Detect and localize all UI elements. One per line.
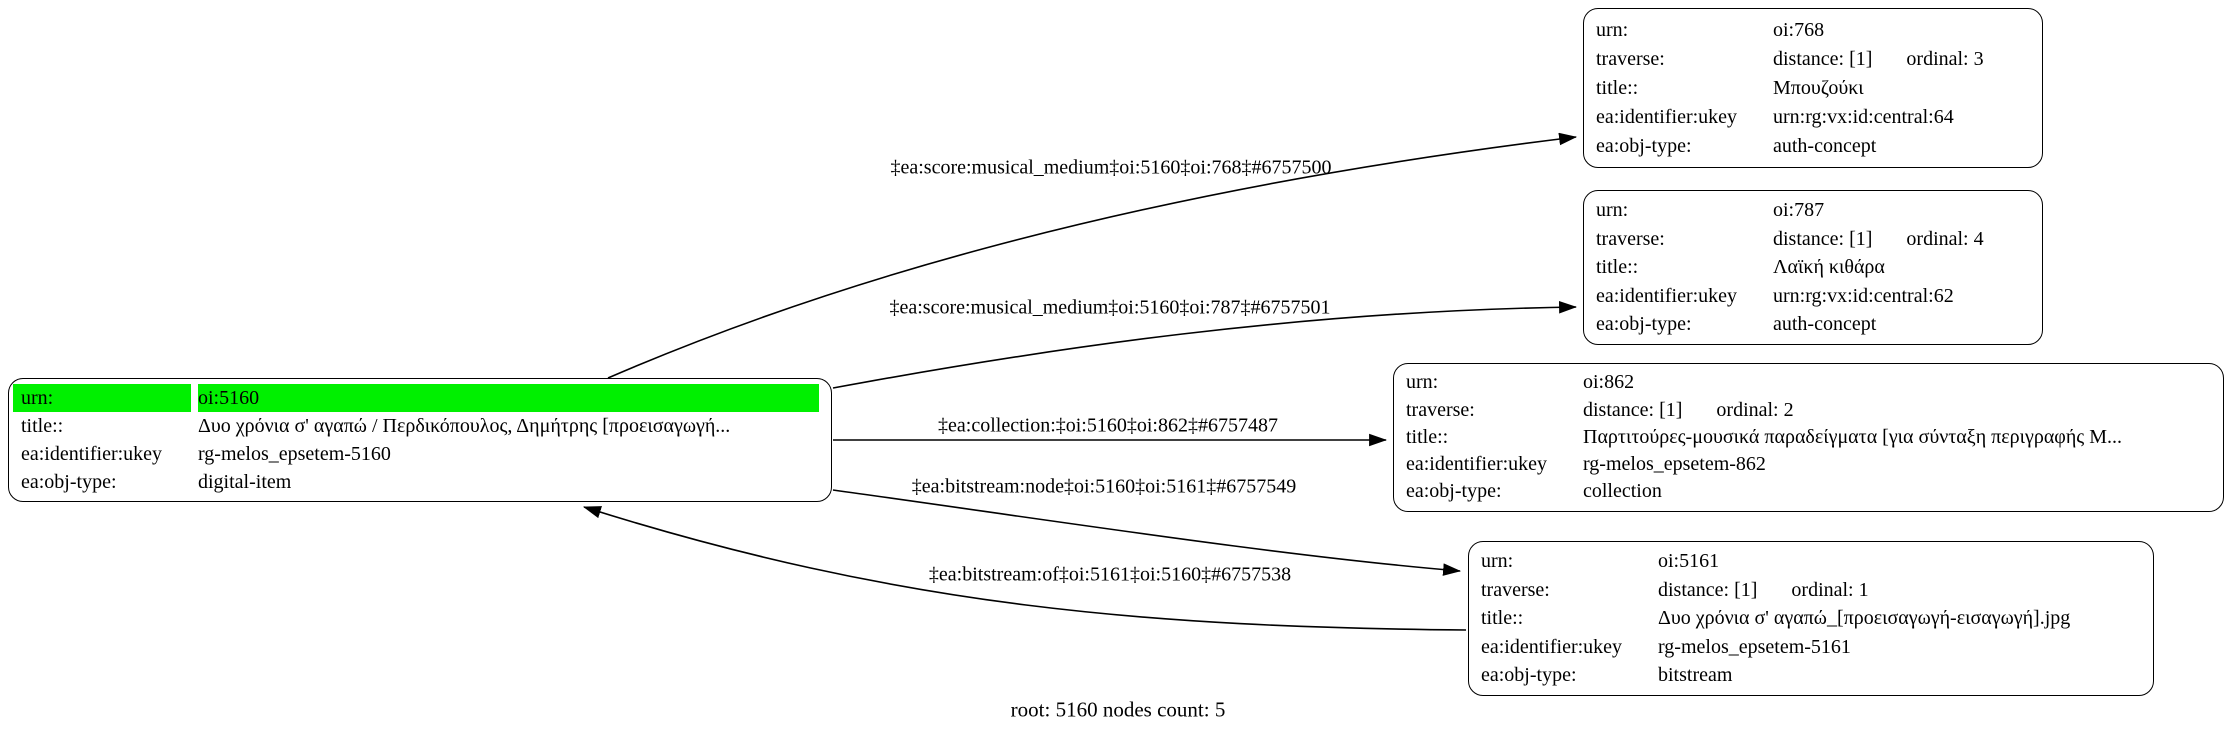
row-key: ea:obj-type: [1596, 313, 1692, 336]
row-key: title:: [1596, 76, 1639, 99]
node-row-traverse: traverse: distance: [1] ordinal: 3 [1596, 45, 2030, 74]
row-value: oi:768 [1773, 18, 1825, 41]
row-key: ea:obj-type: [21, 471, 117, 493]
row-value: Δυο χρόνια σ' αγαπώ_[προεισαγωγή-εισαγωγ… [1658, 607, 2071, 630]
row-key: urn: [1596, 199, 1629, 222]
row-value: rg-melos_epsetem-5161 [1658, 635, 1851, 658]
edge-label-bitstream-of-5161: ‡ea:bitstream:of‡oi:5161‡oi:5160‡#675753… [928, 563, 1292, 586]
row-key: traverse: [1406, 398, 1475, 421]
row-value: oi:862 [1583, 371, 1635, 394]
node-row-title: title::Μπουζούκι [1596, 74, 2030, 103]
row-key: title:: [1596, 256, 1639, 279]
node-row-identifier: ea:identifier:ukey rg-melos_epsetem-5161 [1481, 633, 2141, 661]
node-oi-5160: urn:oi:5160 title::Δυο χρόνια σ' αγαπώ /… [8, 378, 832, 502]
row-value: auth-concept [1773, 134, 1877, 157]
row-value: oi:5160 [198, 384, 819, 412]
node-row-identifier: ea:identifier:ukey rg-melos_epsetem-862 [1406, 451, 2211, 478]
row-key: urn: [21, 384, 198, 412]
row-key: urn: [1596, 18, 1629, 41]
row-value-ordinal: ordinal: 1 [1791, 578, 1869, 601]
node-row-obj-type: ea:obj-type: auth-concept [1596, 310, 2030, 338]
row-key: ea:identifier:ukey [1406, 453, 1548, 476]
row-key: urn: [1481, 550, 1514, 573]
node-row-obj-type: ea:obj-type: auth-concept [1596, 132, 2030, 161]
node-row-traverse: traverse: distance: [1] ordinal: 4 [1596, 225, 2030, 253]
node-row-urn: urn: oi:862 [1406, 369, 2211, 396]
row-value: bitstream [1658, 664, 1733, 687]
edge-label-bitstream-node-5161: ‡ea:bitstream:node‡oi:5160‡oi:5161‡#6757… [911, 475, 1297, 498]
row-value: Δυο χρόνια σ' αγαπώ / Περδικόπουλος, Δημ… [198, 415, 731, 437]
edge-bitstream-node-5161 [832, 489, 1462, 576]
row-key: ea:obj-type: [1406, 480, 1502, 503]
node-row-urn: urn:oi:5160 [21, 384, 819, 412]
row-value: Λαϊκή κιθάρα [1773, 256, 1885, 279]
node-row-urn: urn: oi:768 [1596, 16, 2030, 45]
row-value: urn:rg:vx:id:central:64 [1773, 105, 1954, 128]
row-key: ea:obj-type: [1481, 664, 1577, 687]
row-value: Παρτιτούρες-μουσικά παραδείγματα [για σύ… [1583, 425, 2123, 448]
edge-score-musical-medium-768 [607, 132, 1578, 379]
row-key: title:: [21, 415, 64, 437]
row-key: ea:obj-type: [1596, 134, 1692, 157]
row-value: Μπουζούκι [1773, 76, 1864, 99]
row-key: traverse: [1596, 227, 1665, 250]
node-row-title: title::Δυο χρόνια σ' αγαπώ_[προεισαγωγή-… [1481, 604, 2141, 632]
row-value-ordinal: ordinal: 2 [1716, 398, 1794, 421]
row-key: title:: [1406, 425, 1449, 448]
row-value: distance: [1] [1583, 398, 1683, 421]
row-value-ordinal: ordinal: 4 [1906, 227, 1984, 250]
edge-bitstream-of-5161 [582, 506, 1467, 631]
row-key: ea:identifier:ukey [21, 443, 163, 465]
node-row-urn: urn: oi:5161 [1481, 547, 2141, 575]
node-row-identifier: ea:identifier:ukey rg-melos_epsetem-5160 [21, 440, 819, 468]
node-row-title: title::Λαϊκή κιθάρα [1596, 253, 2030, 281]
row-value: distance: [1] [1773, 227, 1873, 250]
row-value: urn:rg:vx:id:central:62 [1773, 284, 1954, 307]
row-key: traverse: [1596, 47, 1665, 70]
row-key: ea:identifier:ukey [1596, 105, 1738, 128]
node-row-identifier: ea:identifier:ukey urn:rg:vx:id:central:6… [1596, 103, 2030, 132]
row-value: auth-concept [1773, 313, 1877, 336]
node-oi-768: urn: oi:768 traverse: distance: [1] ordinal… [1583, 8, 2043, 168]
row-key: title:: [1481, 607, 1524, 630]
node-row-identifier: ea:identifier:ukey urn:rg:vx:id:central:6… [1596, 282, 2030, 310]
row-value: rg-melos_epsetem-5160 [198, 443, 391, 465]
row-value: distance: [1] [1658, 578, 1758, 601]
row-value: distance: [1] [1773, 47, 1873, 70]
row-value: rg-melos_epsetem-862 [1583, 453, 1766, 476]
node-row-traverse: traverse: distance: [1] ordinal: 1 [1481, 576, 2141, 604]
row-key: traverse: [1481, 578, 1550, 601]
row-value-ordinal: ordinal: 3 [1906, 47, 1984, 70]
row-key: ea:identifier:ukey [1596, 284, 1738, 307]
graph-caption: root: 5160 nodes count: 5 [1010, 697, 1226, 722]
node-row-obj-type: ea:obj-type: digital-item [21, 468, 819, 496]
row-value: collection [1583, 480, 1662, 503]
row-key: urn: [1406, 371, 1439, 394]
row-value: oi:5161 [1658, 550, 1720, 573]
node-row-obj-type: ea:obj-type: bitstream [1481, 661, 2141, 689]
node-oi-5161: urn: oi:5161 traverse: distance: [1] ordina… [1468, 541, 2154, 696]
edge-label-collection-862: ‡ea:collection:‡oi:5160‡oi:862‡#6757487 [938, 414, 1278, 437]
node-oi-862: urn: oi:862 traverse: distance: [1] ordinal… [1393, 363, 2224, 512]
row-key: ea:identifier:ukey [1481, 635, 1623, 658]
node-row-title: title::Δυο χρόνια σ' αγαπώ / Περδικόπουλ… [21, 412, 819, 440]
node-row-obj-type: ea:obj-type: collection [1406, 478, 2211, 505]
row-value: digital-item [198, 471, 292, 493]
edge-score-musical-medium-787 [832, 300, 1578, 389]
node-oi-787: urn: oi:787 traverse: distance: [1] ordinal… [1583, 190, 2043, 345]
node-row-traverse: traverse: distance: [1] ordinal: 2 [1406, 397, 2211, 424]
node-row-title: title::Παρτιτούρες-μουσικά παραδείγματα … [1406, 424, 2211, 451]
edge-label-score-musical-medium-787: ‡ea:score:musical_medium‡oi:5160‡oi:787‡… [889, 296, 1331, 319]
node-row-urn: urn: oi:787 [1596, 196, 2030, 224]
edge-label-score-musical-medium-768: ‡ea:score:musical_medium‡oi:5160‡oi:768‡… [890, 156, 1332, 179]
row-value: oi:787 [1773, 199, 1825, 222]
